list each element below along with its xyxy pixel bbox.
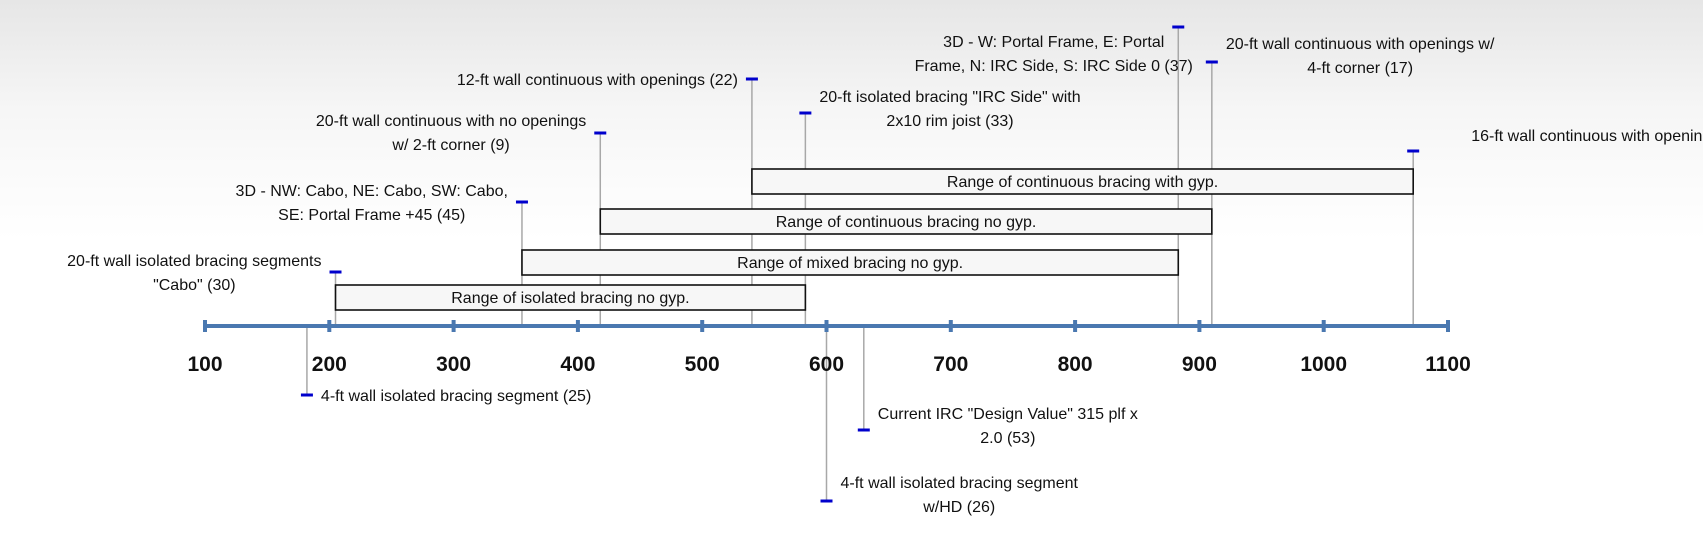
axis-tick-label: 800	[1058, 353, 1093, 376]
annotation-text: SE: Portal Frame +45 (45)	[278, 207, 465, 224]
annotation-text: 4-ft wall isolated bracing segment	[841, 475, 1079, 492]
annotation-text: 2.0 (53)	[980, 430, 1035, 447]
annotation-text: 20-ft wall continuous with no openings	[316, 113, 586, 130]
annotation-text: 20-ft wall continuous with openings w/	[1226, 36, 1495, 53]
axis-tick-label: 900	[1182, 353, 1217, 376]
value-markers	[300, 25, 1420, 503]
axis-tick-label: 100	[187, 353, 222, 376]
axis-tick-label: 500	[685, 353, 720, 376]
annotation-text: 4-ft corner (17)	[1307, 60, 1413, 77]
annotation-text: 3D - NW: Cabo, NE: Cabo, SW: Cabo,	[236, 183, 508, 200]
annotation-text: w/HD (26)	[922, 499, 995, 516]
range-bar	[521, 249, 1180, 276]
annotation-text: 20-ft wall isolated bracing segments	[67, 253, 321, 270]
annotation-text: 20-ft isolated bracing "IRC Side" with	[819, 89, 1080, 106]
range-label: Range of continuous bracing with gyp.	[947, 174, 1218, 191]
axis-tick-label: 700	[933, 353, 968, 376]
annotation-text: 3D - W: Portal Frame, E: Portal	[943, 34, 1164, 51]
axis-tick-label: 200	[312, 353, 347, 376]
axis-tick-label: 1100	[1425, 353, 1471, 376]
number-axis: 100 200 300 400 500 600 700 800 900 1000 1100	[187, 320, 1471, 376]
annotation-text: "Cabo" (30)	[153, 277, 236, 294]
range-bar	[599, 208, 1213, 235]
annotation-text: 4-ft wall isolated bracing segment (25)	[321, 388, 591, 405]
axis-tick-label: 300	[436, 353, 471, 376]
annotation-text: 2x10 rim joist (33)	[886, 113, 1013, 130]
annotation-text: 12-ft wall continuous with openings (22)	[457, 72, 738, 89]
axis-tick-label: 600	[809, 353, 844, 376]
annotation-text: w/ 2-ft corner (9)	[391, 137, 509, 154]
axis-tick-label: 400	[560, 353, 595, 376]
range-bars: Range of continuous bracing with gyp. Ran…	[334, 168, 1414, 311]
annotation-text: Current IRC "Design Value" 315 plf x	[878, 406, 1138, 423]
annotation-text: 16-ft wall continuous with openings (50)	[1471, 128, 1703, 145]
range-bar	[751, 168, 1414, 195]
axis-tick-label: 1000	[1300, 353, 1347, 376]
range-label: Range of continuous bracing no gyp.	[776, 214, 1037, 231]
range-bar	[334, 284, 807, 311]
range-label: Range of mixed bracing no gyp.	[737, 255, 963, 272]
range-label: Range of isolated bracing no gyp.	[451, 290, 689, 307]
annotation-text: Frame, N: IRC Side, S: IRC Side 0 (37)	[915, 58, 1193, 75]
